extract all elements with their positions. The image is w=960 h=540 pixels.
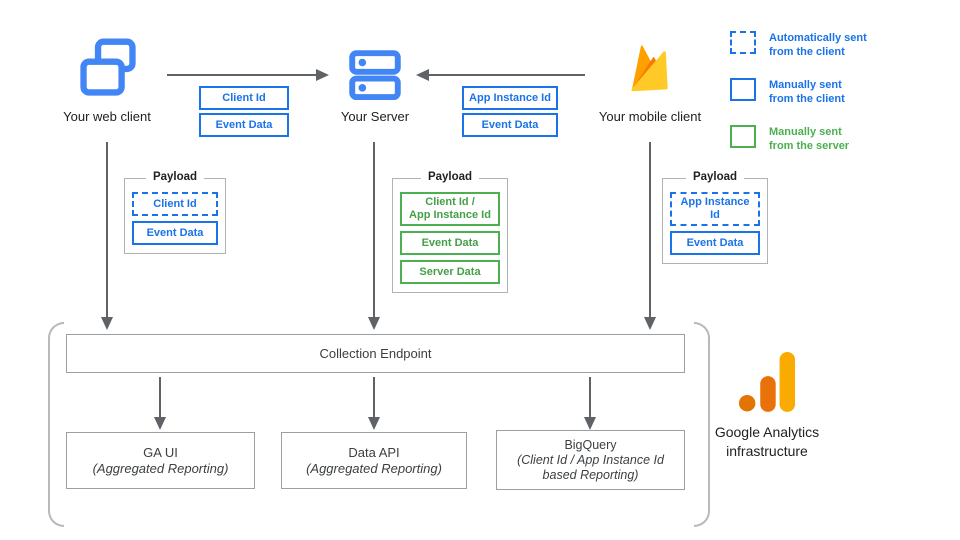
payload-item-app-instance-id: App Instance Id	[670, 192, 760, 226]
bigquery-subtitle: (Client Id / App Instance Id based Repor…	[517, 452, 664, 482]
infrastructure-bracket-left	[48, 322, 64, 527]
ga-ui-box: GA UI (Aggregated Reporting)	[66, 432, 255, 489]
data-api-box: Data API (Aggregated Reporting)	[281, 432, 467, 489]
legend-label: Automatically sent	[769, 32, 867, 44]
payload-item-client-or-app-id: Client Id / App Instance Id	[400, 192, 500, 226]
google-analytics-logo-icon	[738, 349, 796, 418]
arrow-mobile-to-server	[416, 69, 585, 81]
payload-item-event-data: Event Data	[400, 231, 500, 255]
legend-swatch-solid-green	[730, 125, 756, 148]
collection-endpoint-box: Collection Endpoint	[66, 334, 685, 373]
payload-item-client-id: Client Id	[132, 192, 218, 216]
legend: Automatically sent from the client Manua…	[730, 31, 867, 172]
arrow-mobile-to-collection	[644, 142, 656, 330]
arrow-to-ga-ui	[154, 377, 166, 430]
flow-label-client-id: Client Id	[199, 86, 289, 110]
payload-item-event-data: Event Data	[670, 231, 760, 255]
payload-item-event-data: Event Data	[132, 221, 218, 245]
flow-labels-mobile-to-server: App Instance Id Event Data	[462, 86, 558, 137]
data-api-title: Data API	[348, 444, 400, 460]
bigquery-box: BigQuery (Client Id / App Instance Id ba…	[496, 430, 685, 490]
firebase-mobile-icon	[621, 38, 679, 105]
payload-title: Payload	[685, 171, 745, 183]
collection-endpoint-label: Collection Endpoint	[319, 345, 432, 361]
web-client-label: Your web client	[63, 109, 151, 124]
data-api-subtitle: (Aggregated Reporting)	[306, 460, 442, 476]
arrow-to-data-api	[368, 377, 380, 430]
payload-item-server-data: Server Data	[400, 260, 500, 284]
legend-swatch-solid-blue	[730, 78, 756, 101]
legend-item-auto-client: Automatically sent from the client	[730, 31, 867, 59]
web-client-icon	[79, 37, 137, 104]
legend-item-manual-server: Manually sent from the server	[730, 125, 867, 153]
arrow-web-to-collection	[101, 142, 113, 330]
server-label: Your Server	[340, 109, 410, 124]
infrastructure-caption: Google Analytics infrastructure	[714, 424, 820, 459]
payload-web: Payload Client Id Event Data	[124, 171, 226, 254]
flow-label-app-instance-id: App Instance Id	[462, 86, 558, 110]
server-icon	[348, 46, 402, 111]
arrow-to-bigquery	[584, 377, 596, 430]
legend-label: Manually sent	[769, 79, 842, 91]
ga-ui-subtitle: (Aggregated Reporting)	[92, 460, 229, 476]
payload-server: Payload Client Id / App Instance Id Even…	[392, 171, 508, 293]
payload-title: Payload	[420, 171, 480, 183]
ga-ui-title: GA UI	[143, 444, 178, 460]
mobile-client-label: Your mobile client	[598, 109, 702, 124]
legend-item-manual-client: Manually sent from the client	[730, 78, 867, 106]
payload-title: Payload	[145, 171, 205, 183]
legend-swatch-dashed-blue	[730, 31, 756, 54]
legend-label: Manually sent	[769, 126, 842, 138]
flow-labels-web-to-server: Client Id Event Data	[199, 86, 289, 137]
payload-mobile: Payload App Instance Id Event Data	[662, 171, 768, 264]
arrow-server-to-collection	[368, 142, 380, 330]
flow-label-event-data: Event Data	[199, 113, 289, 137]
bigquery-title: BigQuery	[564, 437, 617, 452]
flow-label-event-data: Event Data	[462, 113, 558, 137]
arrow-web-to-server	[167, 69, 329, 81]
